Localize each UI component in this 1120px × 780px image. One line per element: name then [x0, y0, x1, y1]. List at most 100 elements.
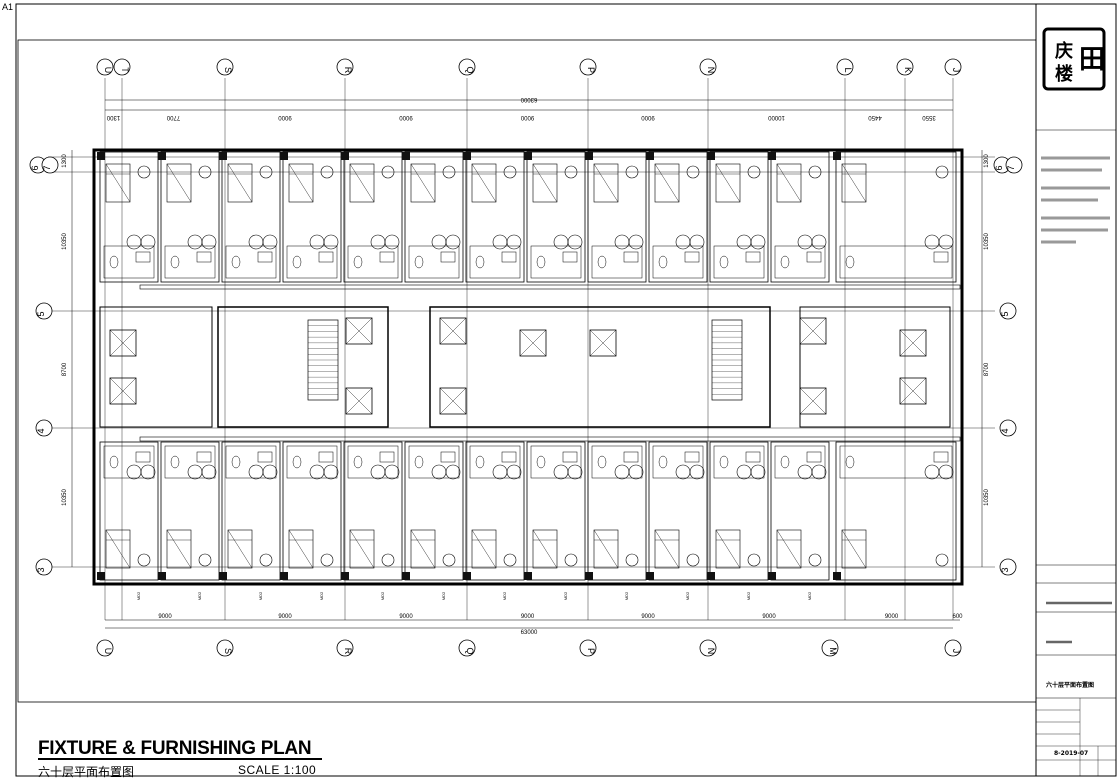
axis-bubble-top: [336, 58, 354, 76]
dimension-top-segment: 7700: [166, 114, 180, 120]
guest-room: [160, 441, 220, 581]
armchair: [492, 464, 508, 480]
structural-column: [158, 152, 166, 160]
bed-cover: [410, 163, 436, 203]
bathroom: [774, 445, 826, 479]
corridor-wall-south: [139, 436, 961, 442]
elevator: [519, 329, 547, 357]
toilet: [658, 455, 668, 469]
axis-bubble-bottom: [96, 639, 114, 657]
armchair: [628, 464, 644, 480]
elevator-cross: [799, 317, 827, 345]
armchair: [384, 234, 400, 250]
dimension-top-segment: 9000: [278, 114, 292, 120]
elevator-cross: [589, 329, 617, 357]
bathroom: [713, 245, 765, 279]
corridor-wall-north: [139, 284, 961, 290]
axis-label-right: 5: [1000, 311, 1010, 316]
door-tag: MD2: [624, 591, 629, 600]
bed-cover: [532, 529, 558, 569]
building-outline: [92, 148, 964, 586]
door-tag: MD2: [197, 591, 202, 600]
armchair: [126, 464, 142, 480]
bathroom: [530, 245, 582, 279]
bathroom: [347, 445, 399, 479]
round-table: [686, 165, 700, 179]
toilet: [780, 255, 790, 269]
axis-label-bottom: U: [103, 648, 113, 655]
armchair: [323, 234, 339, 250]
toilet: [845, 255, 855, 269]
bed-cover: [471, 163, 497, 203]
structural-column: [524, 572, 532, 580]
round-table: [503, 165, 517, 179]
bed-cover: [349, 163, 375, 203]
axis-label-top: T: [120, 67, 130, 73]
axis-label-top: P: [586, 67, 596, 73]
bathroom: [652, 445, 704, 479]
bed: [410, 163, 436, 203]
armchair: [201, 234, 217, 250]
round-table: [625, 165, 639, 179]
armchair: [506, 464, 522, 480]
armchair: [323, 464, 339, 480]
structural-column: [341, 152, 349, 160]
bed: [654, 529, 680, 569]
toilet: [109, 255, 119, 269]
bathroom: [591, 245, 643, 279]
washbasin: [196, 251, 212, 263]
washbasin: [257, 251, 273, 263]
armchair: [445, 464, 461, 480]
toilet: [780, 455, 790, 469]
bed: [593, 163, 619, 203]
dimension-bottom-segment: 600: [952, 614, 963, 620]
bathroom: [652, 245, 704, 279]
guest-room: [587, 441, 647, 581]
elevator: [109, 329, 137, 357]
armchair: [553, 464, 569, 480]
svg-text:田: 田: [1079, 45, 1105, 75]
bed: [288, 163, 314, 203]
general-notes: [1041, 156, 1110, 244]
plan-scale: SCALE 1:100: [238, 763, 317, 777]
axis-bubble-bottom: [216, 639, 234, 657]
bathroom: [469, 245, 521, 279]
round-table: [198, 165, 212, 179]
bed-cover: [227, 529, 253, 569]
axis-label-top: U: [103, 67, 113, 74]
guest-room: [526, 151, 586, 283]
plan-subtitle: 六十层平面布置图: [38, 765, 135, 779]
elevator: [109, 377, 137, 405]
round-table: [747, 165, 761, 179]
axis-label-top: L: [843, 67, 853, 72]
axis-label-left: 4: [36, 428, 46, 433]
armchair: [262, 234, 278, 250]
guest-room: [587, 151, 647, 283]
dimension-bottom-segment: 9000: [641, 614, 655, 620]
door-tag: MD2: [258, 591, 263, 600]
axis-bubble-top: [699, 58, 717, 76]
bed-cover: [654, 529, 680, 569]
bed: [841, 529, 867, 569]
armchair: [248, 464, 264, 480]
round-table: [564, 553, 578, 567]
drawing-frame: [17, 39, 1037, 703]
axis-label-right: 6: [994, 165, 1004, 170]
elevator: [899, 377, 927, 405]
structural-column: [585, 572, 593, 580]
structural-column: [280, 152, 288, 160]
armchair: [675, 464, 691, 480]
bathroom: [774, 245, 826, 279]
washbasin: [318, 451, 334, 463]
guest-room: [465, 441, 525, 581]
axis-bubble-top: [216, 58, 234, 76]
dimension-left-segment: 10350: [62, 232, 68, 249]
toilet: [719, 255, 729, 269]
elevator: [439, 387, 467, 415]
bathroom: [469, 445, 521, 479]
bed: [349, 529, 375, 569]
armchair: [431, 234, 447, 250]
bathroom: [225, 445, 277, 479]
bed-cover: [715, 163, 741, 203]
structural-column: [833, 572, 841, 580]
